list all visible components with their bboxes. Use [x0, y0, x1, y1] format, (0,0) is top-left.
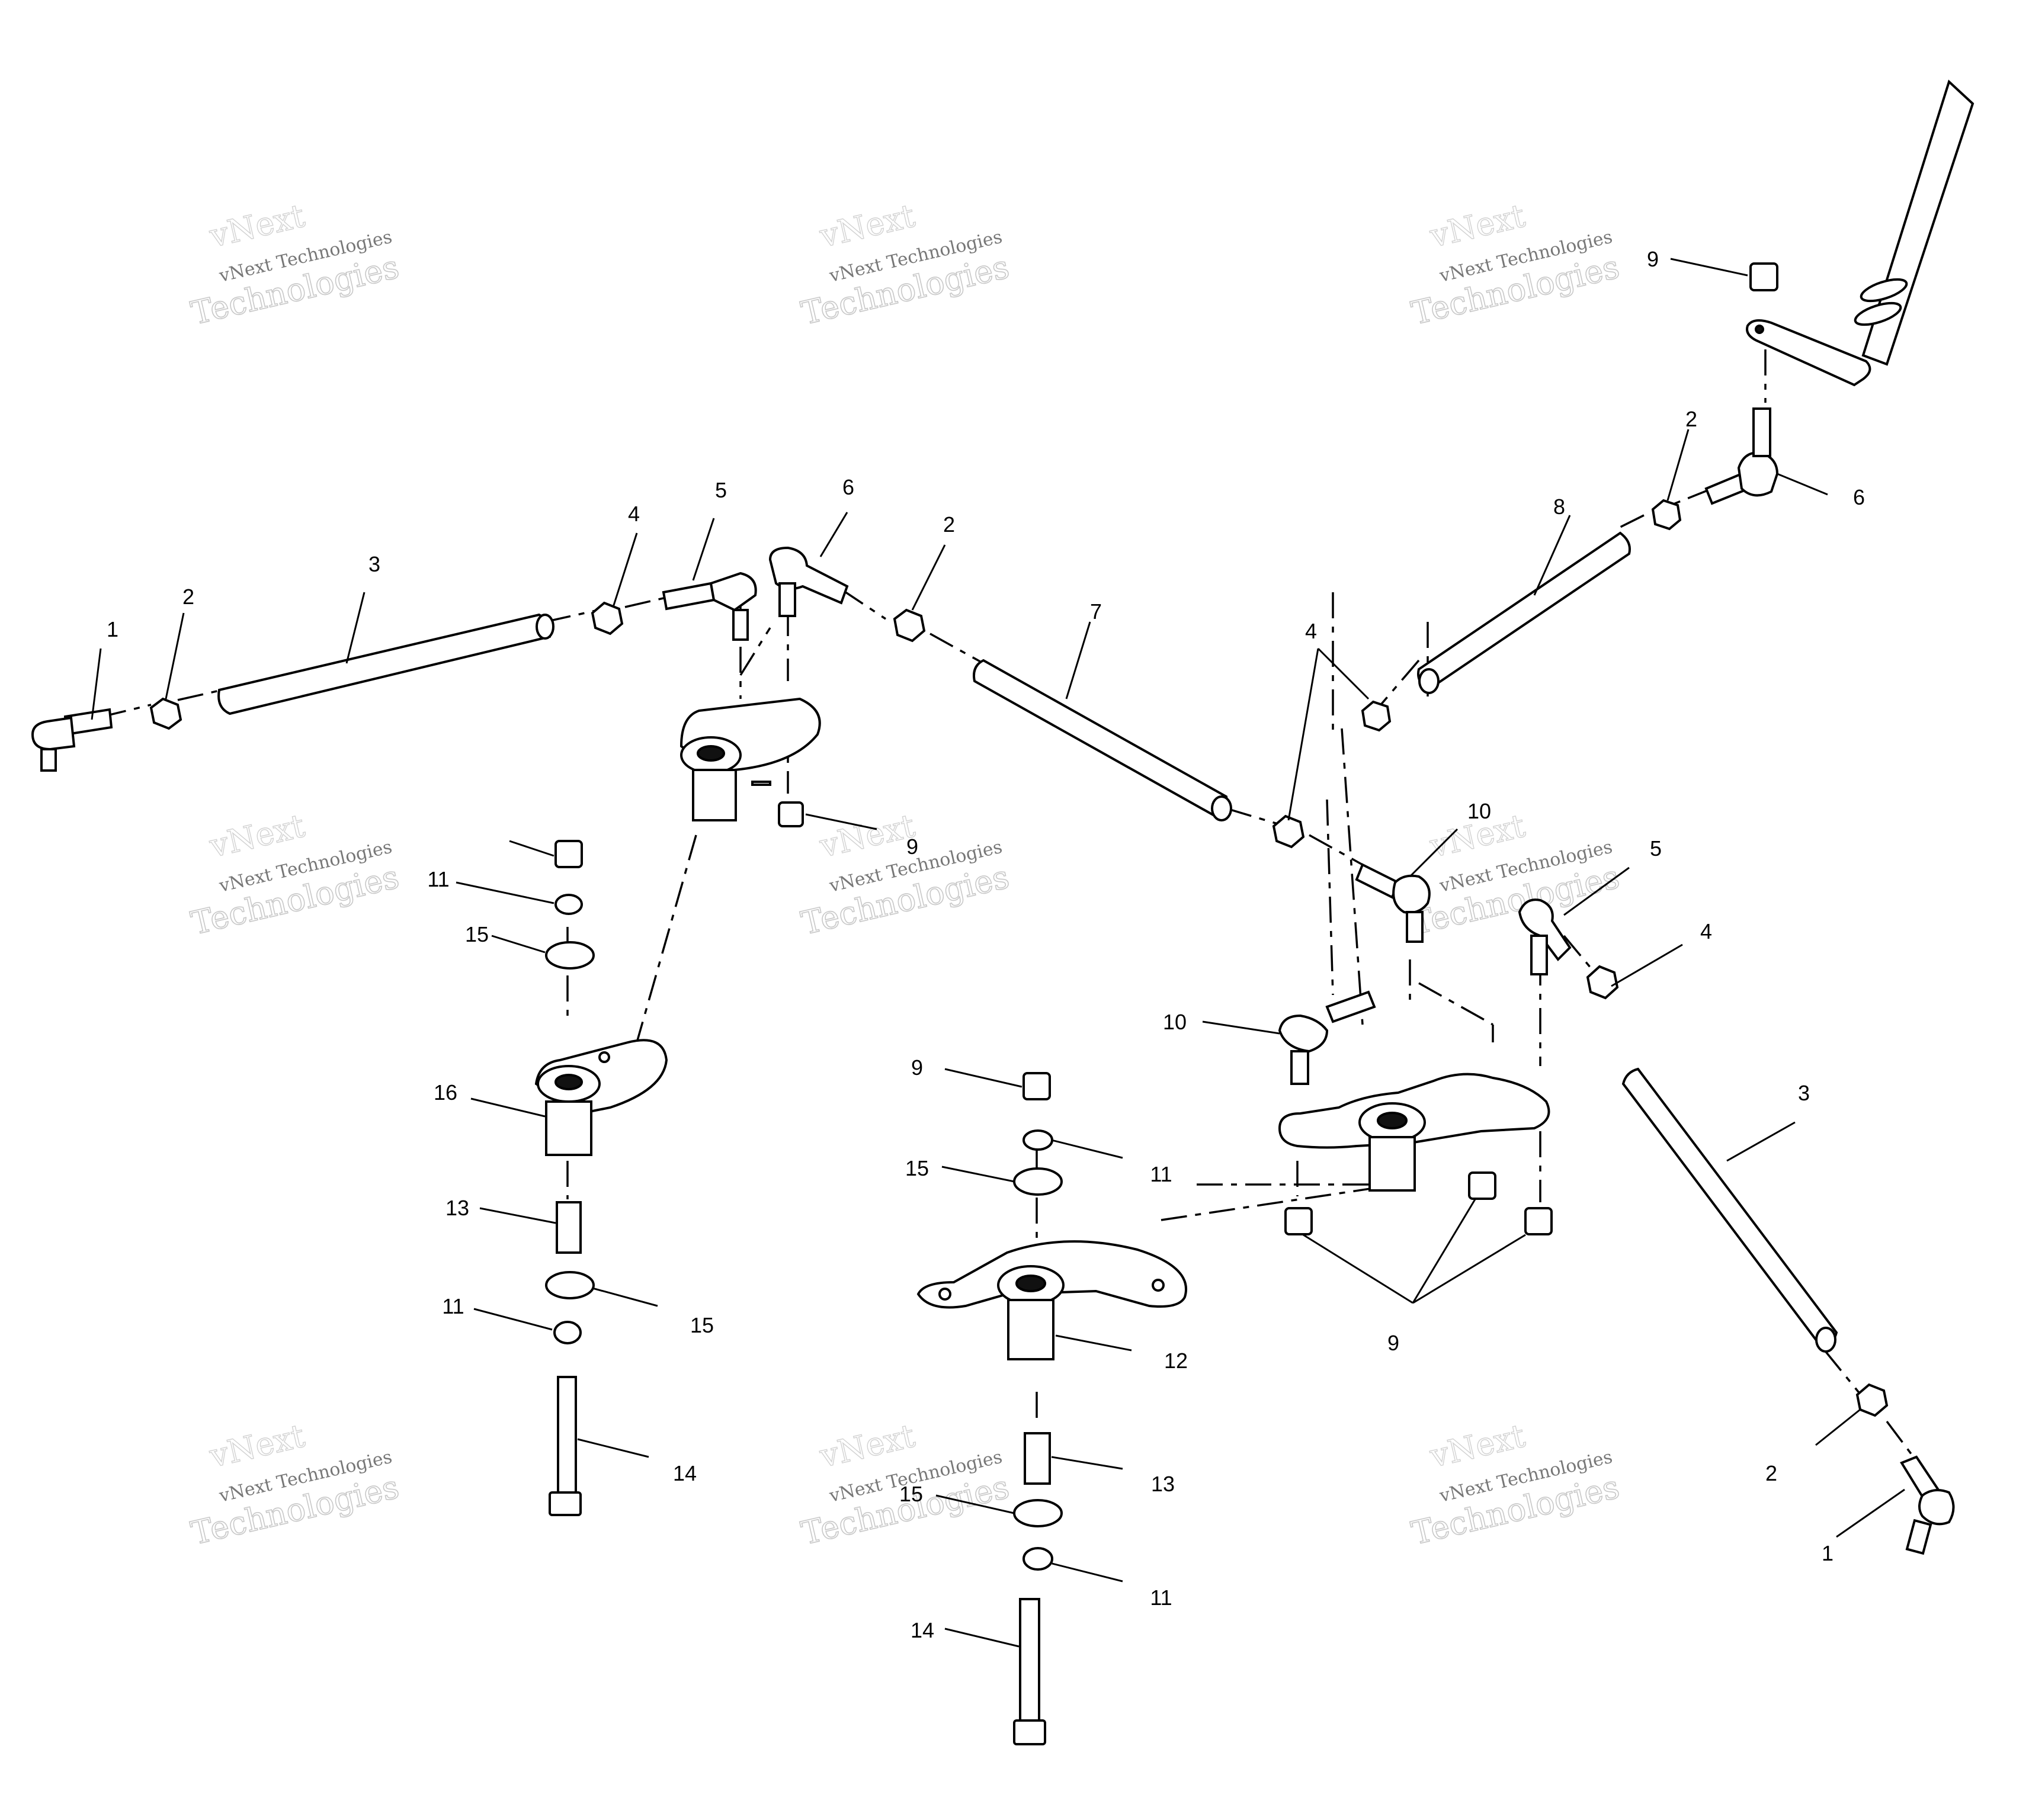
callout-10-lower: 10: [1163, 1010, 1187, 1034]
callout-4-center: 4: [1305, 619, 1317, 643]
callout-10-upper: 10: [1467, 799, 1491, 823]
callout-labels: 1 2 3 4 5 6 2 7 4 8 2 6 9 9 11 15 16 13 …: [107, 247, 1865, 1642]
callout-2-left: 2: [182, 585, 194, 609]
callout-5-right: 5: [1650, 836, 1662, 861]
callout-2-right-top: 2: [1685, 407, 1697, 431]
callout-15-c: 15: [905, 1156, 929, 1180]
callout-14-b: 14: [911, 1618, 934, 1642]
watermark-vnext: vNext: [206, 197, 308, 255]
callout-11-b: 11: [442, 1294, 464, 1318]
watermark-vnext: vNext: [1426, 197, 1528, 255]
callout-1-right: 1: [1822, 1541, 1834, 1565]
watermark-vnext: vNext: [816, 807, 918, 865]
watermark-vnext: vNext: [816, 197, 918, 255]
callout-2-right-bottom: 2: [1765, 1461, 1777, 1485]
callout-15-b: 15: [690, 1313, 714, 1337]
callout-5-left: 5: [715, 478, 727, 502]
callout-11-d: 11: [1150, 1585, 1172, 1610]
watermark-vnext: vNext: [816, 1417, 918, 1475]
tie-rods: [217, 531, 1838, 1353]
callout-12: 12: [1164, 1349, 1188, 1373]
callout-3-left: 3: [368, 552, 380, 576]
callout-6-center: 6: [842, 475, 854, 499]
callout-11-a: 11: [427, 867, 449, 891]
callout-1-left: 1: [107, 617, 118, 641]
callout-4-right: 4: [1700, 919, 1712, 943]
steering-column: [1746, 79, 1974, 387]
callout-16: 16: [434, 1080, 457, 1105]
callout-3-right: 3: [1798, 1081, 1810, 1105]
rod-ends-and-nuts: [31, 262, 1955, 1555]
callout-7: 7: [1090, 599, 1102, 624]
callout-2-center: 2: [943, 512, 955, 537]
callout-9-top: 9: [1647, 247, 1659, 271]
watermark-vnext: vNext: [1426, 1417, 1528, 1475]
callout-14-a: 14: [673, 1461, 697, 1485]
callout-15-d: 15: [899, 1482, 923, 1506]
callout-4-left: 4: [628, 502, 640, 526]
callout-13-a: 13: [445, 1196, 469, 1220]
assembly-lines: [53, 349, 1915, 1458]
callout-9-upper-arm: 9: [906, 834, 918, 859]
callout-9-center: 9: [911, 1055, 923, 1080]
watermark-vnext: vNext: [206, 807, 308, 865]
callout-8: 8: [1553, 495, 1565, 519]
callout-9-right: 9: [1387, 1331, 1399, 1355]
callout-13-b: 13: [1151, 1472, 1175, 1496]
callout-11-c: 11: [1150, 1162, 1172, 1186]
leader-lines: [91, 258, 1905, 1648]
callout-6-right: 6: [1853, 485, 1865, 509]
callout-15-a: 15: [465, 922, 489, 946]
idler-arms: [534, 697, 1553, 1745]
watermark-vnext: vNext: [206, 1417, 308, 1475]
